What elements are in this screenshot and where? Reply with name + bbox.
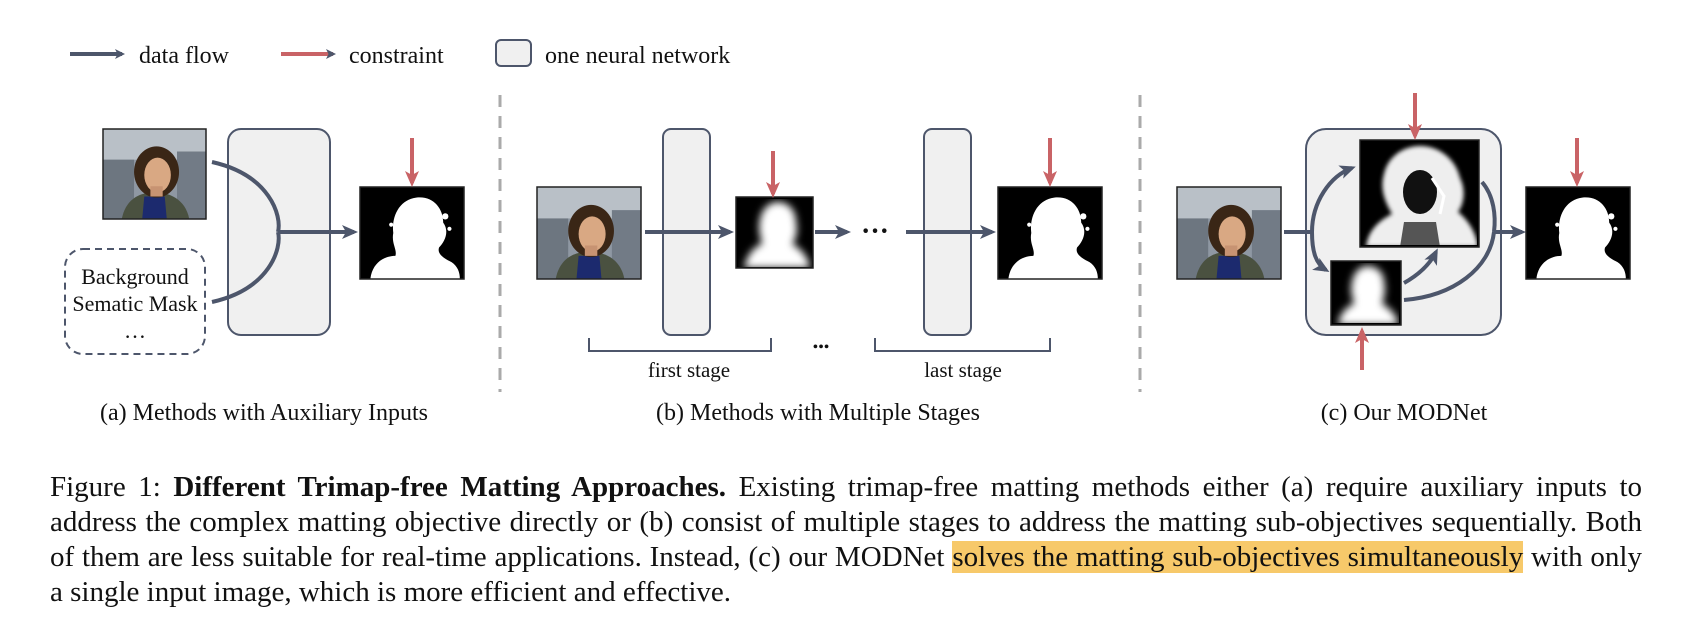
panel-a-aux-line2: Sematic Mask (72, 291, 197, 316)
caption-label: Figure 1: (50, 471, 174, 503)
panel-a-output-matte (359, 186, 465, 280)
legend-network-label: one neural network (545, 43, 730, 69)
panel-a-aux-line1: Background (81, 264, 189, 289)
panel-c: (c) Our MODNet (1176, 93, 1631, 426)
panel-c-semantic-matte (1330, 260, 1402, 326)
panel-c-input-photo (1176, 186, 1282, 280)
panel-c-output-matte (1525, 186, 1631, 280)
panel-c-caption: (c) Our MODNet (1321, 400, 1488, 426)
caption-title: Different Trimap-free Matting Approaches… (173, 471, 727, 503)
panel-c-fusion-curve-lower (1403, 231, 1496, 302)
panel-b-output-matte (997, 186, 1103, 280)
figure-caption: Figure 1: Different Trimap-free Matting … (50, 470, 1642, 610)
panel-b-input-photo (536, 186, 642, 280)
panel-c-arrow-semantic-to-detail (1403, 248, 1438, 285)
panel-b-last-stage-bracket (874, 338, 1051, 352)
panel-b-stage-ellipsis: ••• (813, 339, 830, 356)
panel-a-merge-upper (211, 160, 281, 233)
panel-b-intermediate-matte (735, 196, 814, 269)
panel-b-first-stage-bracket (588, 338, 772, 352)
caption-text-2: with only a single input image, which is… (50, 541, 1642, 608)
legend-data-flow-label: data flow (139, 43, 230, 69)
legend-constraint-label: constraint (349, 43, 444, 69)
panel-c-arrow-to-semantic (1310, 231, 1330, 273)
panel-a-aux-box (64, 248, 206, 355)
panel-a-caption: (a) Methods with Auxiliary Inputs (100, 400, 428, 426)
panel-c-arrow-to-detail (1310, 165, 1356, 233)
panel-a-merge-lower (211, 231, 281, 304)
panel-a-input-photo (102, 128, 207, 220)
caption-highlight: solves the matting sub-objectives simult… (952, 541, 1524, 573)
panel-c-detail-matte (1359, 139, 1480, 248)
panel-c-fusion-curve-upper (1480, 180, 1497, 233)
panel-b: ··· first stage ••• last stage (b) Metho… (536, 128, 1103, 426)
panel-b-last-stage-label: last stage (924, 358, 1002, 382)
panel-b-first-stage-label: first stage (648, 358, 730, 382)
panel-a-aux-line3: … (124, 318, 146, 343)
figure-diagram: data flow constraint one neural network … (64, 39, 1631, 426)
panel-a: Background Sematic Mask … (a) Methods wi… (64, 128, 465, 426)
legend-network-swatch (495, 39, 532, 67)
legend: data flow constraint one neural network (70, 39, 730, 69)
caption-text-1: Existing trimap-free matting methods eit… (50, 471, 1643, 573)
panel-b-ellipsis: ··· (861, 216, 889, 247)
panel-b-caption: (b) Methods with Multiple Stages (656, 400, 980, 426)
